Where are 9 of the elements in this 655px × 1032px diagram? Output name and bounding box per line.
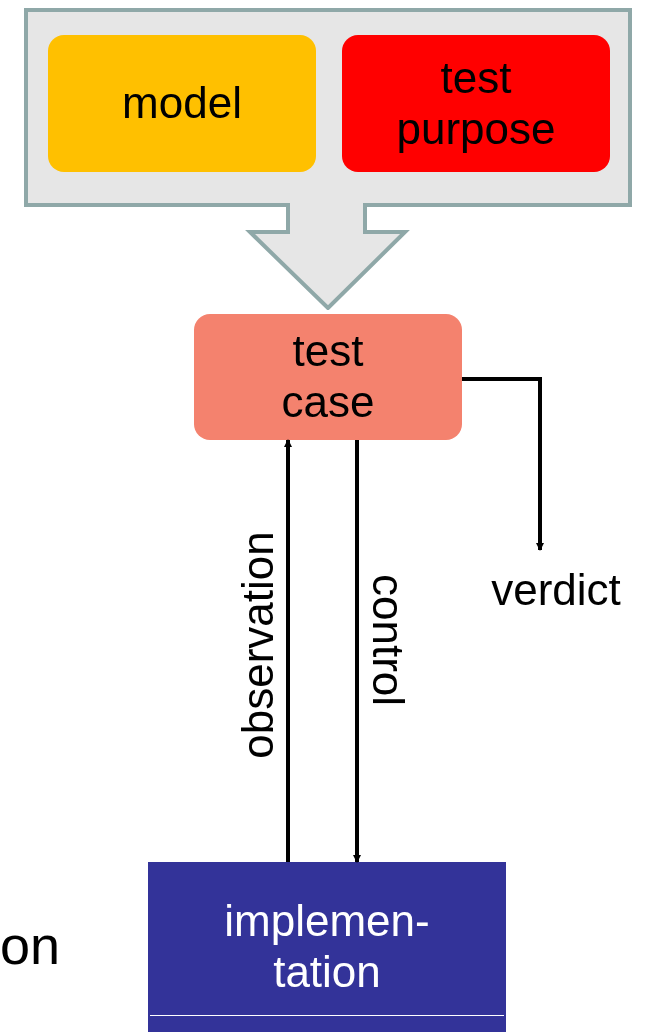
purpose-box: test purpose bbox=[342, 35, 610, 172]
verdict-text: verdict bbox=[466, 550, 646, 630]
arrow bbox=[284, 439, 292, 862]
arrow bbox=[462, 377, 544, 551]
model-box: model bbox=[48, 35, 316, 172]
implementation-box: implemen- tation bbox=[148, 862, 506, 1032]
text-fragment: on bbox=[0, 918, 61, 972]
arrow bbox=[353, 440, 361, 863]
test-case-box: test case bbox=[194, 314, 462, 440]
